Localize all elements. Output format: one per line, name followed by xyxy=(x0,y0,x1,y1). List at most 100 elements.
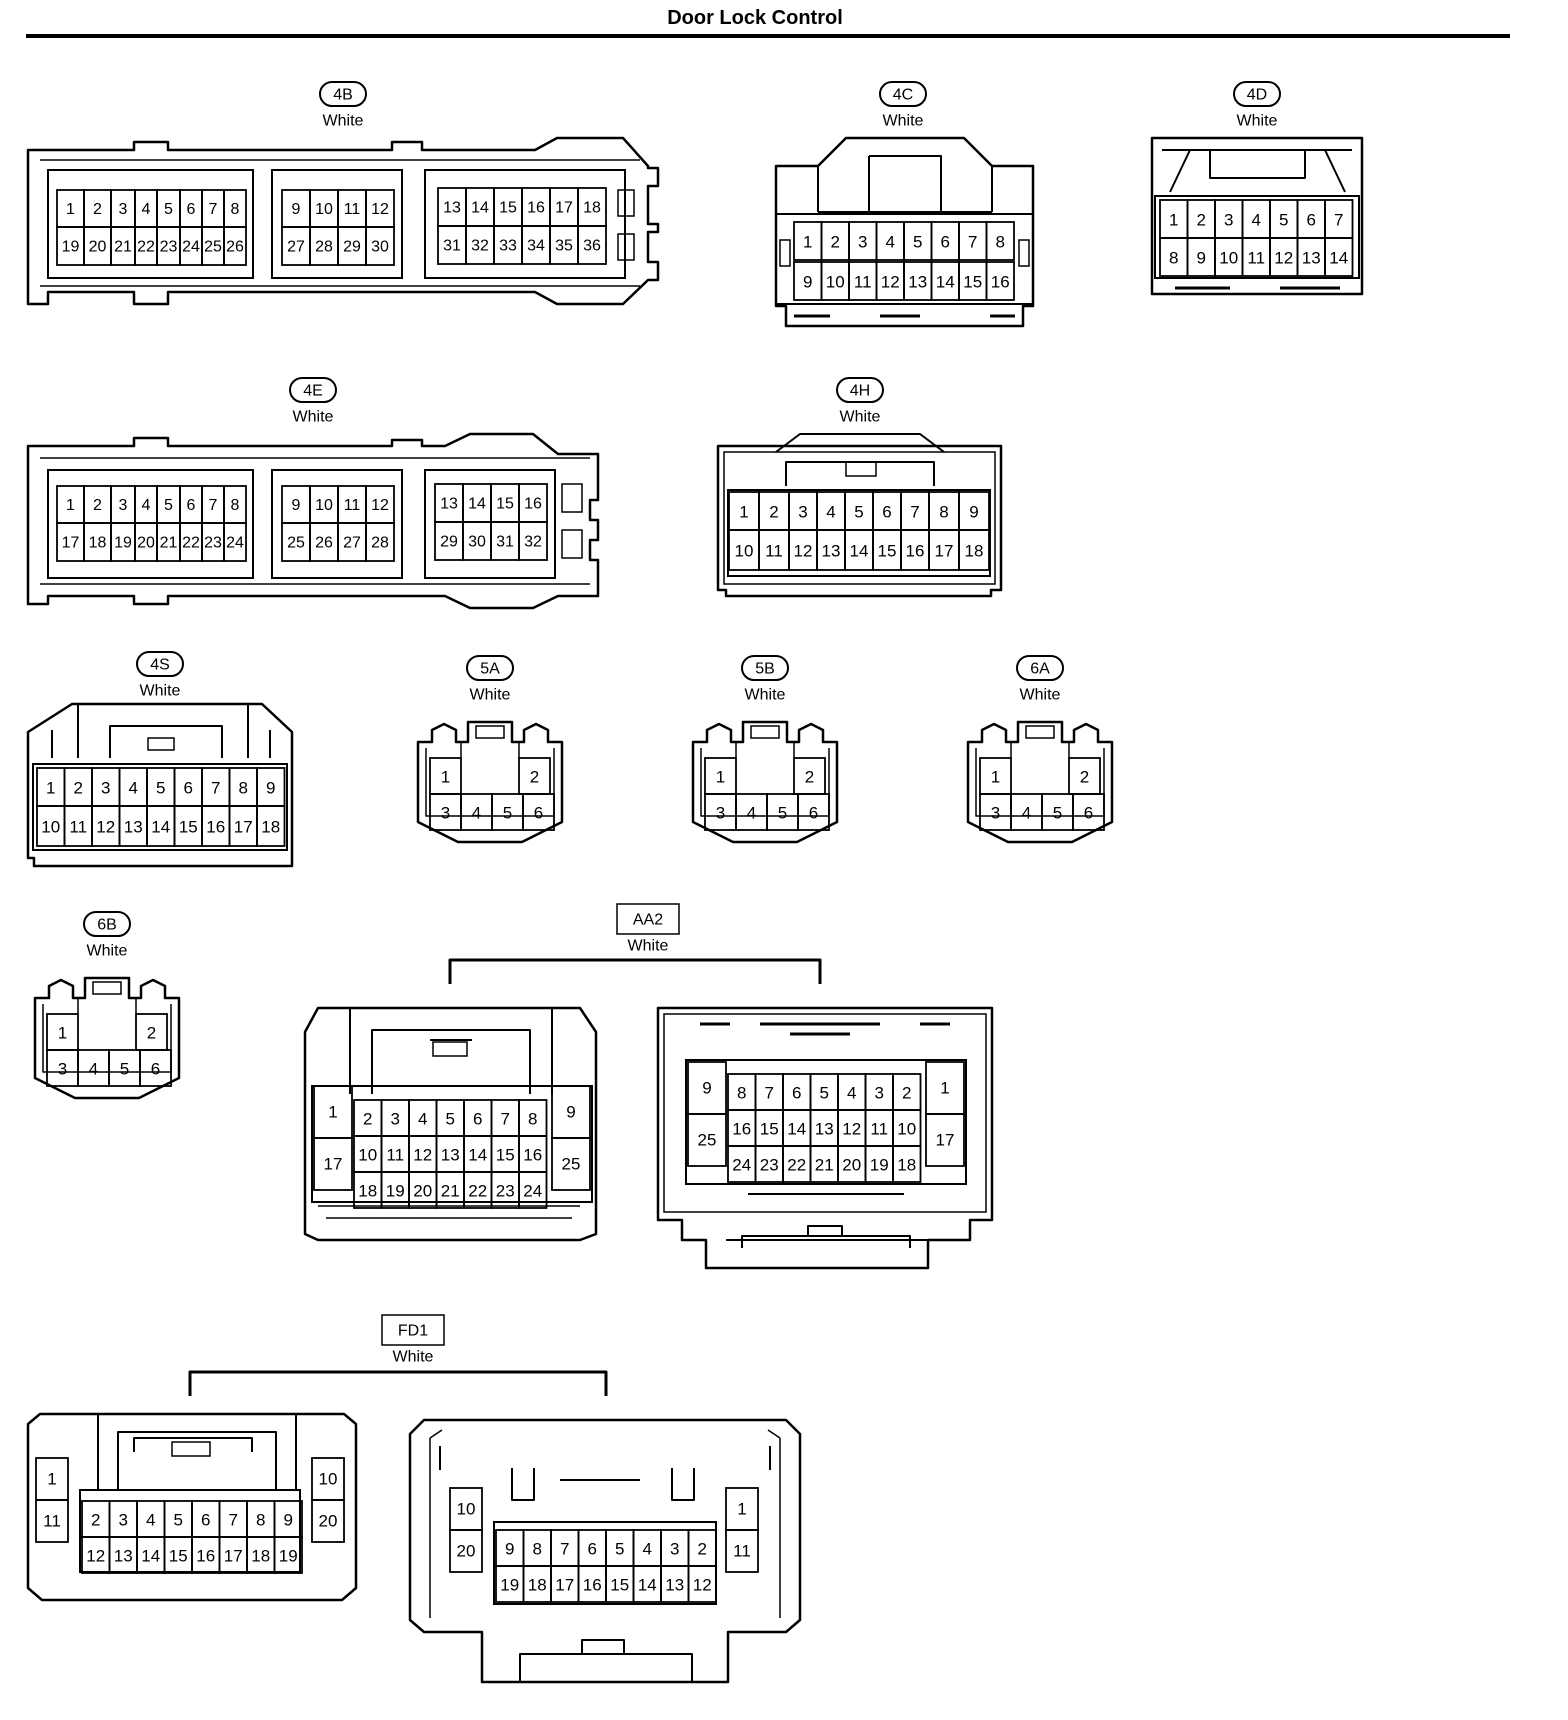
pin-number: 6 xyxy=(473,1110,482,1129)
housing-inner-rule xyxy=(439,1446,771,1501)
pin-cell xyxy=(35,1499,69,1543)
pin-number: 1 xyxy=(58,1024,67,1043)
pin-number: 1 xyxy=(716,768,725,787)
pin-number: 11 xyxy=(1247,249,1265,268)
pin-number: 6 xyxy=(809,804,818,823)
pin-number: 9 xyxy=(566,1103,575,1122)
pin-number: 5 xyxy=(174,1511,183,1530)
housing-inner-rule xyxy=(735,742,795,758)
pin-number: 3 xyxy=(391,1110,400,1129)
title-rule xyxy=(26,34,1510,38)
connector-id-badge xyxy=(289,377,337,403)
pin-number: 4 xyxy=(418,1110,427,1129)
housing-outline xyxy=(1150,136,1364,296)
pin-number: 14 xyxy=(638,1576,657,1595)
housing-inner-rule xyxy=(1162,149,1352,193)
connector-id: 4D xyxy=(1247,87,1267,104)
pin-number: 19 xyxy=(279,1547,298,1566)
housing-inner-rule xyxy=(51,704,271,758)
cavity-block xyxy=(727,489,991,577)
pin-number: 12 xyxy=(794,542,813,561)
connector-id-badge xyxy=(319,81,367,107)
connector-color: White xyxy=(293,409,334,426)
pin-cell xyxy=(1072,793,1105,831)
housing-inner-rule xyxy=(349,1008,553,1094)
pin-number: 5 xyxy=(120,1060,129,1079)
pin-number: 2 xyxy=(831,233,840,252)
pin-number: 1 xyxy=(803,233,812,252)
latch-slot xyxy=(432,1041,468,1057)
pin-number: 22 xyxy=(787,1156,806,1175)
pin-number: 5 xyxy=(913,233,922,252)
pin-number: 29 xyxy=(440,534,458,551)
pin-cell xyxy=(365,226,395,266)
pin-number: 7 xyxy=(765,1084,774,1103)
connector-id-box xyxy=(616,903,680,935)
pin-number: 26 xyxy=(315,535,333,552)
pin-number: 14 xyxy=(468,1146,487,1165)
pin-number: 10 xyxy=(358,1146,377,1165)
housing-outline xyxy=(716,444,1003,598)
pin-number: 10 xyxy=(315,497,333,514)
latch-slot xyxy=(475,725,505,739)
housing-outline xyxy=(303,1006,598,1242)
pin-number: 2 xyxy=(93,201,102,218)
housing-inner-rule xyxy=(726,1225,950,1248)
housing-inner-rule xyxy=(42,1004,172,1073)
pin-number: 8 xyxy=(1169,249,1178,268)
latch-slot xyxy=(845,461,877,477)
pin-cell xyxy=(518,1171,548,1209)
pin-number: 15 xyxy=(499,200,517,217)
pin-number: 21 xyxy=(160,535,178,552)
pin-number: 5 xyxy=(854,503,863,522)
pin-number: 17 xyxy=(935,542,954,561)
cavity-block xyxy=(271,469,403,579)
pin-number: 11 xyxy=(765,542,783,561)
pin-number: 18 xyxy=(897,1156,916,1175)
latch-slot xyxy=(171,1441,211,1457)
pin-number: 2 xyxy=(1197,211,1206,230)
pin-number: 6 xyxy=(941,233,950,252)
pin-number: 14 xyxy=(850,542,869,561)
pin-number: 4 xyxy=(643,1540,652,1559)
pin-number: 10 xyxy=(897,1120,916,1139)
pin-number: 8 xyxy=(528,1110,537,1129)
pin-number: 4 xyxy=(146,1511,155,1530)
pin-number: 19 xyxy=(62,239,80,256)
pin-cell xyxy=(577,225,607,265)
pin-number: 18 xyxy=(261,818,280,837)
pin-number: 9 xyxy=(803,273,812,292)
pin-number: 8 xyxy=(231,201,240,218)
pin-number: 11 xyxy=(386,1146,404,1165)
pin-number: 10 xyxy=(41,818,60,837)
pin-number: 32 xyxy=(524,534,542,551)
latch-slot xyxy=(1018,239,1030,267)
pin-number: 5 xyxy=(778,804,787,823)
pin-cell xyxy=(958,529,990,571)
pin-number: 18 xyxy=(89,535,107,552)
pin-number: 25 xyxy=(204,239,222,256)
pin-number: 35 xyxy=(555,238,573,255)
pin-number: 14 xyxy=(151,818,170,837)
connector-id-badge xyxy=(1233,81,1281,107)
pin-number: 31 xyxy=(496,534,514,551)
connector-color: White xyxy=(323,113,364,130)
pin-cell xyxy=(223,226,247,266)
pin-number: 6 xyxy=(1307,211,1316,230)
pin-cell xyxy=(522,793,555,831)
pin-number: 21 xyxy=(441,1182,460,1201)
pin-number: 11 xyxy=(733,1542,751,1561)
connector-id: 4C xyxy=(893,87,913,104)
pin-number: 3 xyxy=(1224,211,1233,230)
pin-number: 17 xyxy=(324,1155,343,1174)
pin-number: 20 xyxy=(457,1542,476,1561)
pin-cell xyxy=(518,521,548,561)
pin-number: 8 xyxy=(996,233,1005,252)
pin-number: 18 xyxy=(358,1182,377,1201)
pin-number: 8 xyxy=(939,503,948,522)
pin-number: 23 xyxy=(496,1182,515,1201)
pin-number: 16 xyxy=(196,1547,215,1566)
pin-number: 17 xyxy=(555,1576,574,1595)
pin-number: 29 xyxy=(343,239,361,256)
pin-number: 5 xyxy=(820,1084,829,1103)
